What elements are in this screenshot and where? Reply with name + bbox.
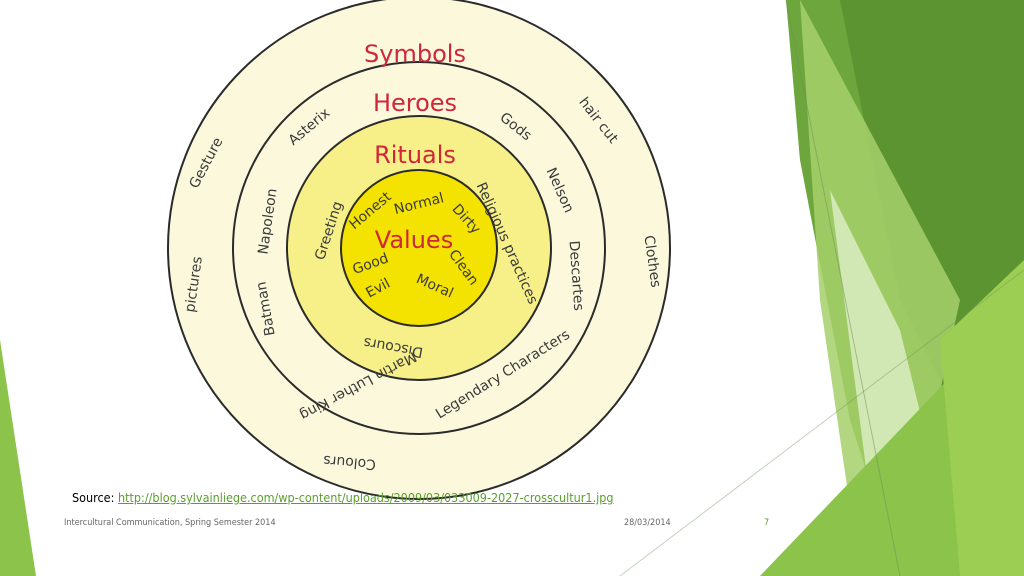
hero-item-descartes: Descartes [566,240,587,311]
symbol-item-colours: Colours [323,452,377,473]
facet-line [785,0,901,576]
heroes-title: Heroes [373,89,457,117]
symbol-item-pictures: pictures [182,256,206,314]
source-link[interactable]: http://blog.sylvainliege.com/wp-content/… [117,490,614,505]
source-citation: Source: http://blog.sylvainliege.com/wp-… [72,490,614,505]
symbols-title: Symbols [364,40,466,68]
slide-number: 7 [764,518,770,528]
facet-line [619,269,1024,576]
rituals-title: Rituals [374,141,456,169]
values-core [340,169,498,327]
values-title: Values [375,226,453,254]
footer-course: Intercultural Communication, Spring Seme… [64,518,276,528]
symbol-item-clothes: Clothes [640,234,663,288]
green-facet-left [0,340,36,576]
footer-date: 28/03/2014 [624,518,671,528]
source-label: Source: [72,490,115,505]
green-facet-bottom-right [940,260,1024,576]
